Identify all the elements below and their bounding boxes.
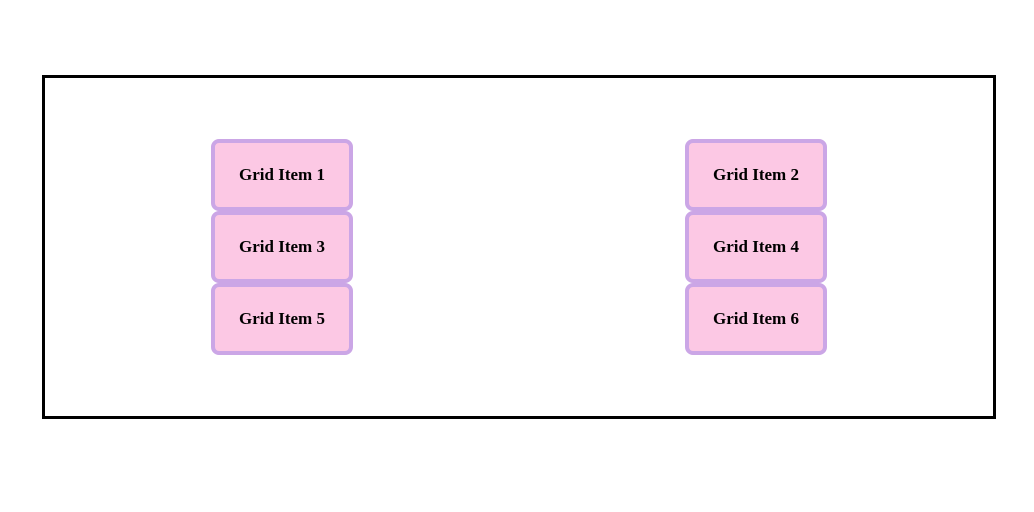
grid-item-6: Grid Item 6 (685, 283, 827, 355)
grid-item-5: Grid Item 5 (211, 283, 353, 355)
grid-item-2: Grid Item 2 (685, 139, 827, 211)
grid-container: Grid Item 1 Grid Item 2 Grid Item 3 Grid… (42, 75, 996, 419)
grid-item-4: Grid Item 4 (685, 211, 827, 283)
grid-item-3: Grid Item 3 (211, 211, 353, 283)
grid-item-1: Grid Item 1 (211, 139, 353, 211)
